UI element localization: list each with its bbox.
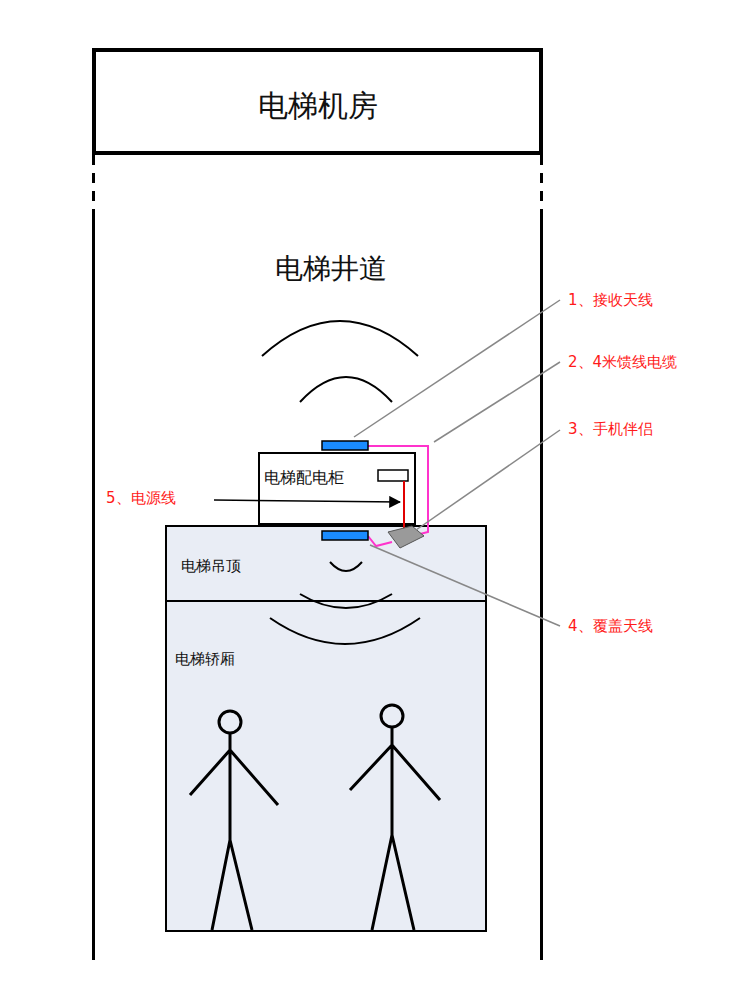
signal-arc <box>300 377 392 402</box>
power-socket <box>378 470 408 481</box>
coverage-antenna <box>322 531 368 540</box>
node-title: 电梯吊顶 <box>181 557 485 576</box>
leader-line <box>434 362 560 442</box>
callout-label: 3、手机伴侣 <box>568 420 653 439</box>
shaft-wall-dashed <box>540 155 543 213</box>
callout-label: 5、电源线 <box>106 489 176 508</box>
leader-line <box>416 430 560 530</box>
callout-label: 1、接收天线 <box>568 291 653 310</box>
power-line <box>403 481 405 530</box>
shaft-wall <box>540 213 543 960</box>
node-title: 电梯配电柜 <box>264 468 414 489</box>
node-title: 电梯机房 <box>96 86 539 127</box>
feeder-cable <box>368 446 428 534</box>
shaft-region: 电梯井道电梯配电柜电梯吊顶电梯轿厢 <box>92 155 543 960</box>
machine-room-box: 电梯机房 <box>92 48 543 155</box>
coverage-arc <box>330 562 362 571</box>
coverage-arc <box>300 594 392 608</box>
leader-line <box>370 545 560 626</box>
shaft-wall-dashed <box>92 155 95 213</box>
distribution-cabinet-box: 电梯配电柜 <box>258 452 416 525</box>
receive-antenna <box>322 441 368 450</box>
coverage-arc <box>270 618 420 644</box>
pointer-arrow <box>214 500 400 502</box>
passenger-figure <box>190 711 278 930</box>
leader-line <box>354 300 560 437</box>
feeder-cable <box>368 536 392 546</box>
passenger-figure <box>350 705 440 930</box>
node-title: 电梯井道 <box>118 250 543 288</box>
callout-label: 2、4米馈线电缆 <box>568 353 677 372</box>
signal-arc <box>262 321 418 356</box>
phone-companion-device <box>388 526 424 548</box>
node-title: 电梯轿厢 <box>175 650 485 669</box>
callout-label: 4、覆盖天线 <box>568 617 653 636</box>
elevator-car-box: 电梯轿厢 <box>165 600 487 932</box>
shaft-wall <box>92 213 95 960</box>
